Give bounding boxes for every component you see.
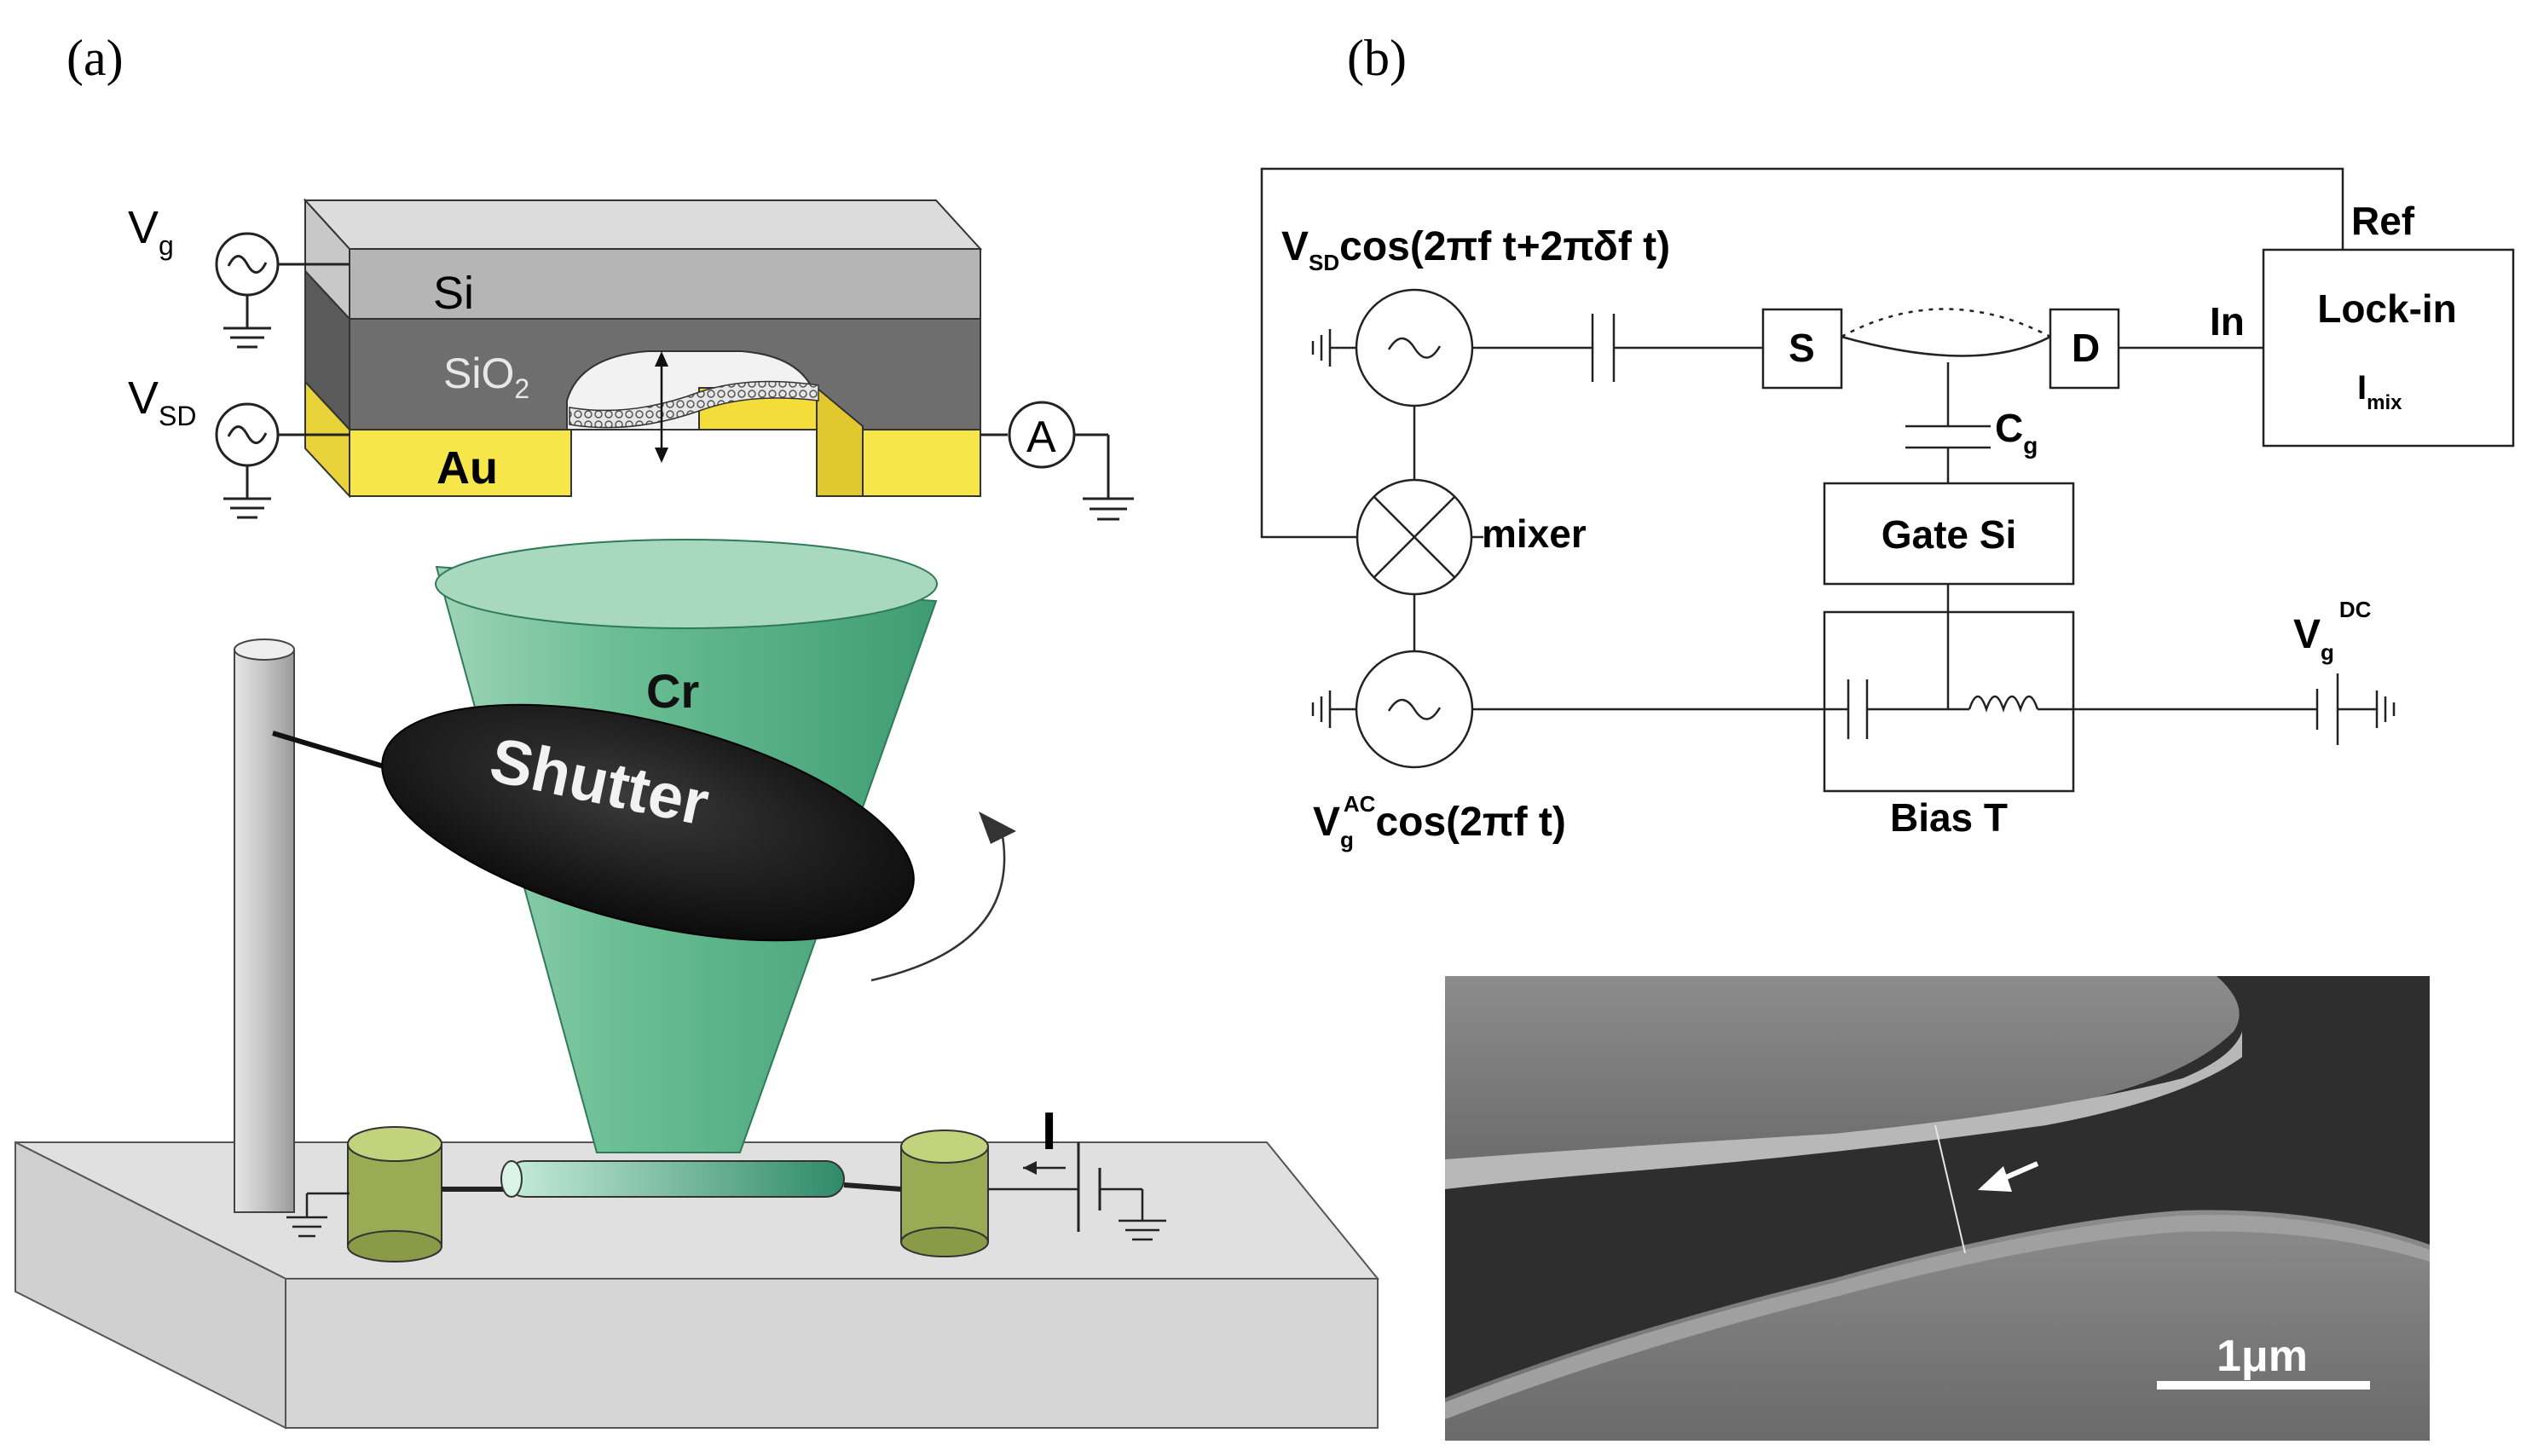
ground-left — [286, 1192, 350, 1238]
vsd-label: VSD — [128, 373, 196, 431]
current-label: I — [1042, 1102, 1056, 1161]
imix-label: Imix — [2357, 369, 2402, 414]
panel-a-label: (a) — [66, 30, 124, 86]
gate-si-box — [1823, 482, 2075, 586]
electrode-left — [347, 1126, 442, 1262]
lockin-label: Lock-in — [2317, 286, 2457, 331]
si-label: Si — [433, 268, 474, 319]
current-source — [988, 1142, 1166, 1241]
vsd-source — [215, 402, 350, 519]
shutter — [381, 703, 915, 942]
vg-label: Vg — [128, 202, 174, 261]
suspended-tube — [1841, 308, 2051, 338]
bias-t-label: Bias T — [1890, 795, 2008, 840]
sem-scale-label: 1μm — [2217, 1332, 2308, 1381]
mixer — [1356, 478, 1473, 596]
panel-b-label: (b) — [1347, 30, 1407, 86]
electrode-right — [900, 1130, 989, 1257]
ammeter-label: A — [1026, 413, 1056, 462]
in-label: In — [2210, 299, 2245, 344]
bias-t-box — [1823, 610, 2075, 793]
drain-box — [2049, 308, 2120, 390]
nanotube-wire — [442, 1160, 902, 1198]
cg-label: Cg — [1995, 406, 2038, 459]
ref-label: Ref — [2351, 199, 2415, 243]
vsd-src-label: VSDcos(2πf t+2πδf t) — [1281, 224, 1670, 275]
drain-label: D — [2072, 326, 2100, 370]
au-label: Au — [436, 442, 498, 494]
vg-source — [215, 232, 350, 349]
vg-dc-label: VgDC — [2293, 597, 2372, 665]
ammeter — [980, 401, 1134, 521]
device-cross-section — [303, 198, 983, 499]
mixer-label: mixer — [1482, 511, 1587, 556]
circuit-wires — [1260, 167, 2377, 745]
vg-ac-label: VgACcos(2πf t) — [1313, 791, 1566, 852]
vsd-ac-source — [1355, 288, 1474, 407]
source-label: S — [1789, 326, 1815, 370]
circuit-grounds — [1311, 329, 2396, 728]
cr-label: Cr — [646, 664, 699, 718]
sio2-label: SiO2 — [443, 350, 529, 404]
shutter-post — [234, 638, 402, 1213]
gate-si-label: Gate Si — [1882, 512, 2017, 557]
lockin-box — [2262, 248, 2515, 448]
sem-image — [1445, 976, 2430, 1441]
source-box — [1761, 308, 1843, 390]
rotation-arrow — [870, 812, 1016, 982]
vg-ac-source — [1355, 650, 1474, 769]
